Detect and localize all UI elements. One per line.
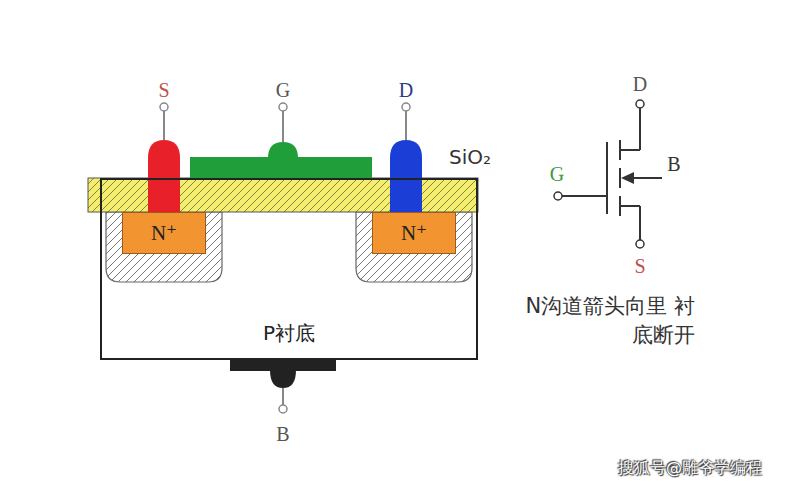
pin-name: S	[634, 254, 645, 278]
terminal-name: B	[276, 422, 289, 446]
terminal-name: S	[158, 78, 169, 102]
terminal-pin	[160, 103, 168, 111]
gate-electrode	[268, 142, 298, 158]
material-label: SiO₂	[449, 145, 491, 169]
watermark: 搜狐号@雕爷学编程	[618, 458, 762, 477]
bulk-arrow	[621, 172, 634, 184]
terminal-lead	[282, 388, 284, 405]
gate-electrode	[190, 157, 372, 178]
region-label: N⁺	[151, 221, 177, 246]
terminal-name: D	[399, 78, 413, 102]
terminal-pin	[402, 103, 410, 111]
pin-name: B	[667, 152, 680, 176]
terminal-name: G	[276, 78, 290, 102]
nmos-symbol	[554, 100, 662, 248]
terminal-lead	[282, 111, 284, 142]
pin-name: G	[550, 162, 564, 186]
bulk-electrode	[270, 370, 296, 388]
n-plus-region: N⁺	[122, 212, 206, 254]
diffusion-region	[356, 212, 472, 282]
terminal-lead	[405, 111, 407, 140]
region-label: N⁺	[401, 221, 427, 246]
terminal-pin	[279, 103, 287, 111]
terminal-lead	[163, 111, 165, 140]
region-label: P衬底	[102, 320, 476, 347]
bulk-electrode	[230, 360, 336, 371]
note-text: N沟道箭头向里 衬底断开	[515, 292, 695, 351]
n-plus-region: N⁺	[372, 212, 456, 254]
drain-electrode	[390, 140, 422, 212]
pin-name: D	[633, 72, 647, 96]
terminal-pin	[279, 405, 287, 413]
substrate-region: P衬底 N⁺ N⁺	[100, 178, 478, 360]
source-electrode	[148, 140, 180, 212]
diffusion-region	[106, 212, 222, 282]
